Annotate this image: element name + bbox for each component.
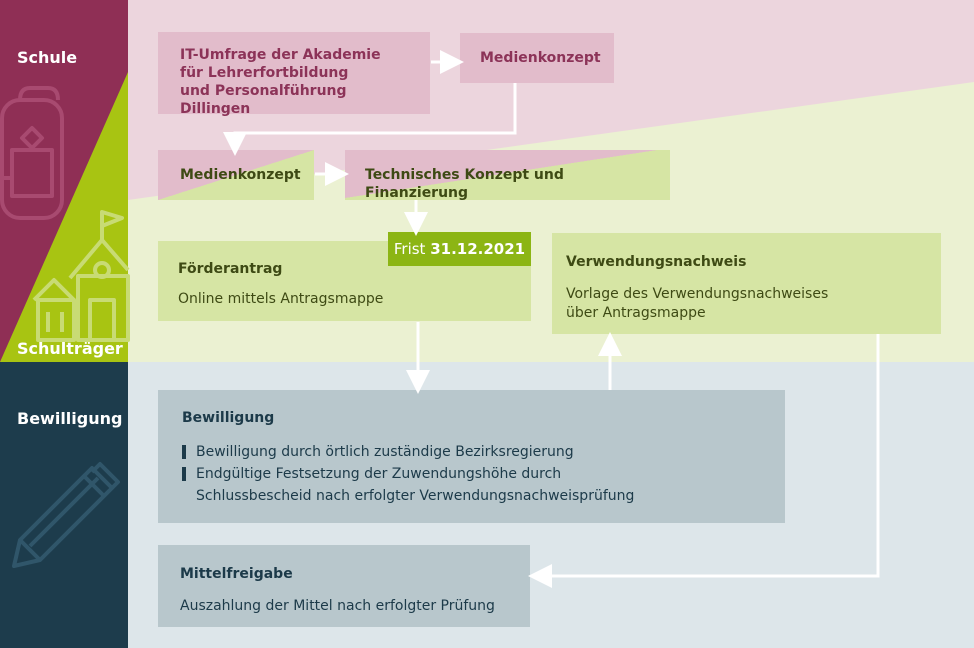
lane-label-bewilligung: Bewilligung bbox=[17, 409, 123, 428]
pencil-icon bbox=[12, 462, 120, 568]
frist-date: 31.12.2021 bbox=[430, 240, 526, 258]
bewilligung-sidebar bbox=[0, 362, 128, 648]
verwendungsnachweis-box: Verwendungsnachweis Vorlage des Verwendu… bbox=[552, 233, 941, 334]
foerderantrag-text: Online mittels Antragsmappe bbox=[178, 291, 384, 307]
frist-badge: Frist 31.12.2021 bbox=[388, 232, 531, 266]
medienkonzept-schule-title: Medienkonzept bbox=[480, 50, 601, 66]
foerderantrag-title: Förderantrag bbox=[178, 261, 283, 277]
bewilligung-list-item: Endgültige Festsetzung der Zuwendungshöh… bbox=[182, 463, 761, 507]
medienkonzept-traeger-title: Medienkonzept bbox=[180, 167, 301, 183]
lane-label-schultraeger: Schulträger bbox=[17, 339, 123, 358]
backpack-icon bbox=[0, 86, 64, 220]
verwendungsnachweis-text: Vorlage des Verwendungsnachweises über A… bbox=[566, 286, 829, 321]
lane-label-schule: Schule bbox=[17, 48, 78, 67]
technisches-konzept-title: Technisches Konzept und Finanzierung bbox=[365, 167, 564, 201]
bewilligung-list-item: Bewilligung durch örtlich zuständige Bez… bbox=[182, 441, 761, 463]
mittelfreigabe-title: Mittelfreigabe bbox=[180, 566, 293, 582]
it-umfrage-box: IT-Umfrage der Akademie für Lehrerfortbi… bbox=[158, 32, 430, 117]
bewilligung-title: Bewilligung bbox=[182, 410, 275, 426]
bewilligung-box: Bewilligung Bewilligung durch örtlich zu… bbox=[158, 390, 785, 523]
medienkonzept-schule-box: Medienkonzept bbox=[460, 33, 614, 83]
mittelfreigabe-box: Mittelfreigabe Auszahlung der Mittel nac… bbox=[158, 545, 530, 627]
bewilligung-item-text: Bewilligung durch örtlich zuständige Bez… bbox=[196, 444, 574, 460]
schultraeger-sidebar bbox=[0, 72, 128, 362]
bewilligung-list: Bewilligung durch örtlich zuständige Bez… bbox=[182, 441, 761, 507]
bewilligung-item-text: Endgültige Festsetzung der Zuwendungshöh… bbox=[196, 466, 635, 504]
medienkonzept-traeger-box: Medienkonzept bbox=[158, 150, 314, 200]
mittelfreigabe-text: Auszahlung der Mittel nach erfolgter Prü… bbox=[180, 598, 495, 614]
technisches-konzept-box: Technisches Konzept und Finanzierung bbox=[345, 150, 670, 201]
verwendungsnachweis-title: Verwendungsnachweis bbox=[566, 254, 747, 270]
bullet-bar bbox=[182, 445, 186, 459]
school-building-icon bbox=[32, 210, 130, 342]
bullet-bar bbox=[182, 467, 186, 481]
it-umfrage-title: IT-Umfrage der Akademie für Lehrerfortbi… bbox=[180, 47, 381, 117]
frist-label: Frist bbox=[393, 240, 426, 258]
